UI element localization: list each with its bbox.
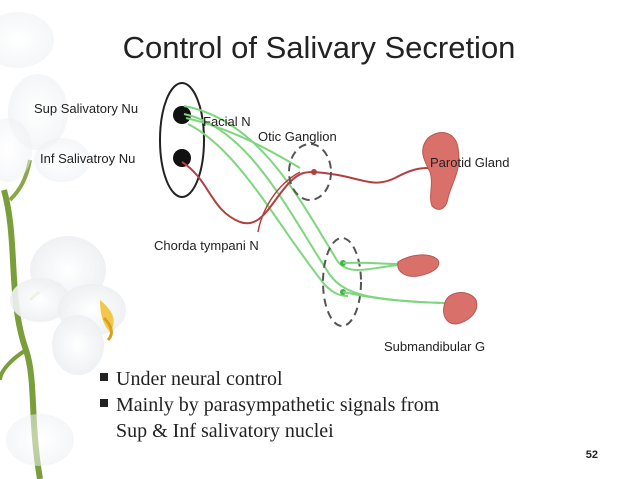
bullet-list: Under neural control Mainly by parasympa… (100, 366, 570, 444)
brainstem-outline (159, 82, 205, 198)
facial-nerve-fiber-1 (183, 105, 399, 271)
otic-to-parotid-fiber (313, 167, 429, 184)
bullet-square-icon (100, 373, 108, 381)
bullet-text: Under neural control (116, 368, 283, 390)
label-parotid-gland: Parotid Gland (430, 155, 510, 170)
label-facial-nerve: Facial N (203, 114, 251, 129)
bullet-continuation: Sup & Inf salivatory nuclei (116, 420, 334, 442)
parotid-gland-shape (422, 132, 460, 210)
bullet-text: Mainly by parasympathetic signals from (116, 394, 440, 416)
label-inf-salivatory-nucleus: Inf Salivatroy Nu (40, 151, 136, 166)
bullet-square-icon (100, 399, 108, 407)
label-otic-ganglion: Otic Ganglion (258, 129, 337, 144)
otic-ganglion-synapse (311, 169, 317, 175)
sublingual-gland-shape (397, 254, 440, 277)
inf-salivatory-nucleus (173, 149, 191, 167)
bullet-item: Mainly by parasympathetic signals from (100, 392, 570, 418)
facial-nerve-fiber-3 (187, 123, 349, 297)
label-sup-salivatory-nucleus: Sup Salivatory Nu (34, 101, 139, 116)
label-submandibular-gland: Submandibular G (384, 339, 486, 354)
facial-nerve-to-otic (185, 117, 301, 169)
otic-ganglion-outline (288, 143, 332, 201)
submandibular-ganglion-outline (322, 237, 362, 327)
inf-nucleus-red-fiber (181, 161, 315, 225)
bullet-item: Under neural control (100, 366, 570, 392)
page-number: 52 (585, 449, 598, 461)
label-chorda-tympani: Chorda tympani N (154, 238, 259, 253)
submandibular-gland-shape (443, 292, 478, 325)
sup-salivatory-nucleus (173, 106, 191, 124)
chorda-tympani-red-crossing (257, 171, 301, 233)
slide-title: Control of Salivary Secretion (122, 30, 516, 65)
